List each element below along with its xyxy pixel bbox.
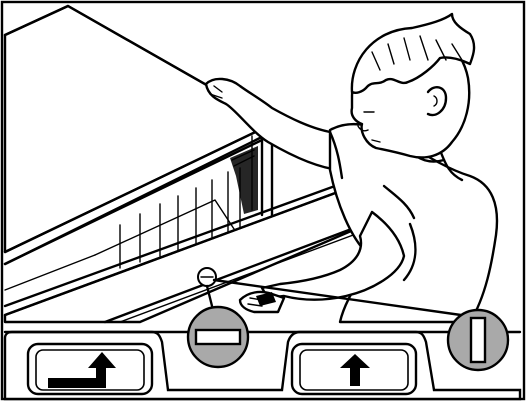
horizontal-slot-lock-icon: [188, 307, 248, 367]
turn-button[interactable]: [28, 344, 152, 394]
up-button[interactable]: [292, 344, 416, 394]
vertical-slot-lock-icon: [448, 310, 508, 370]
